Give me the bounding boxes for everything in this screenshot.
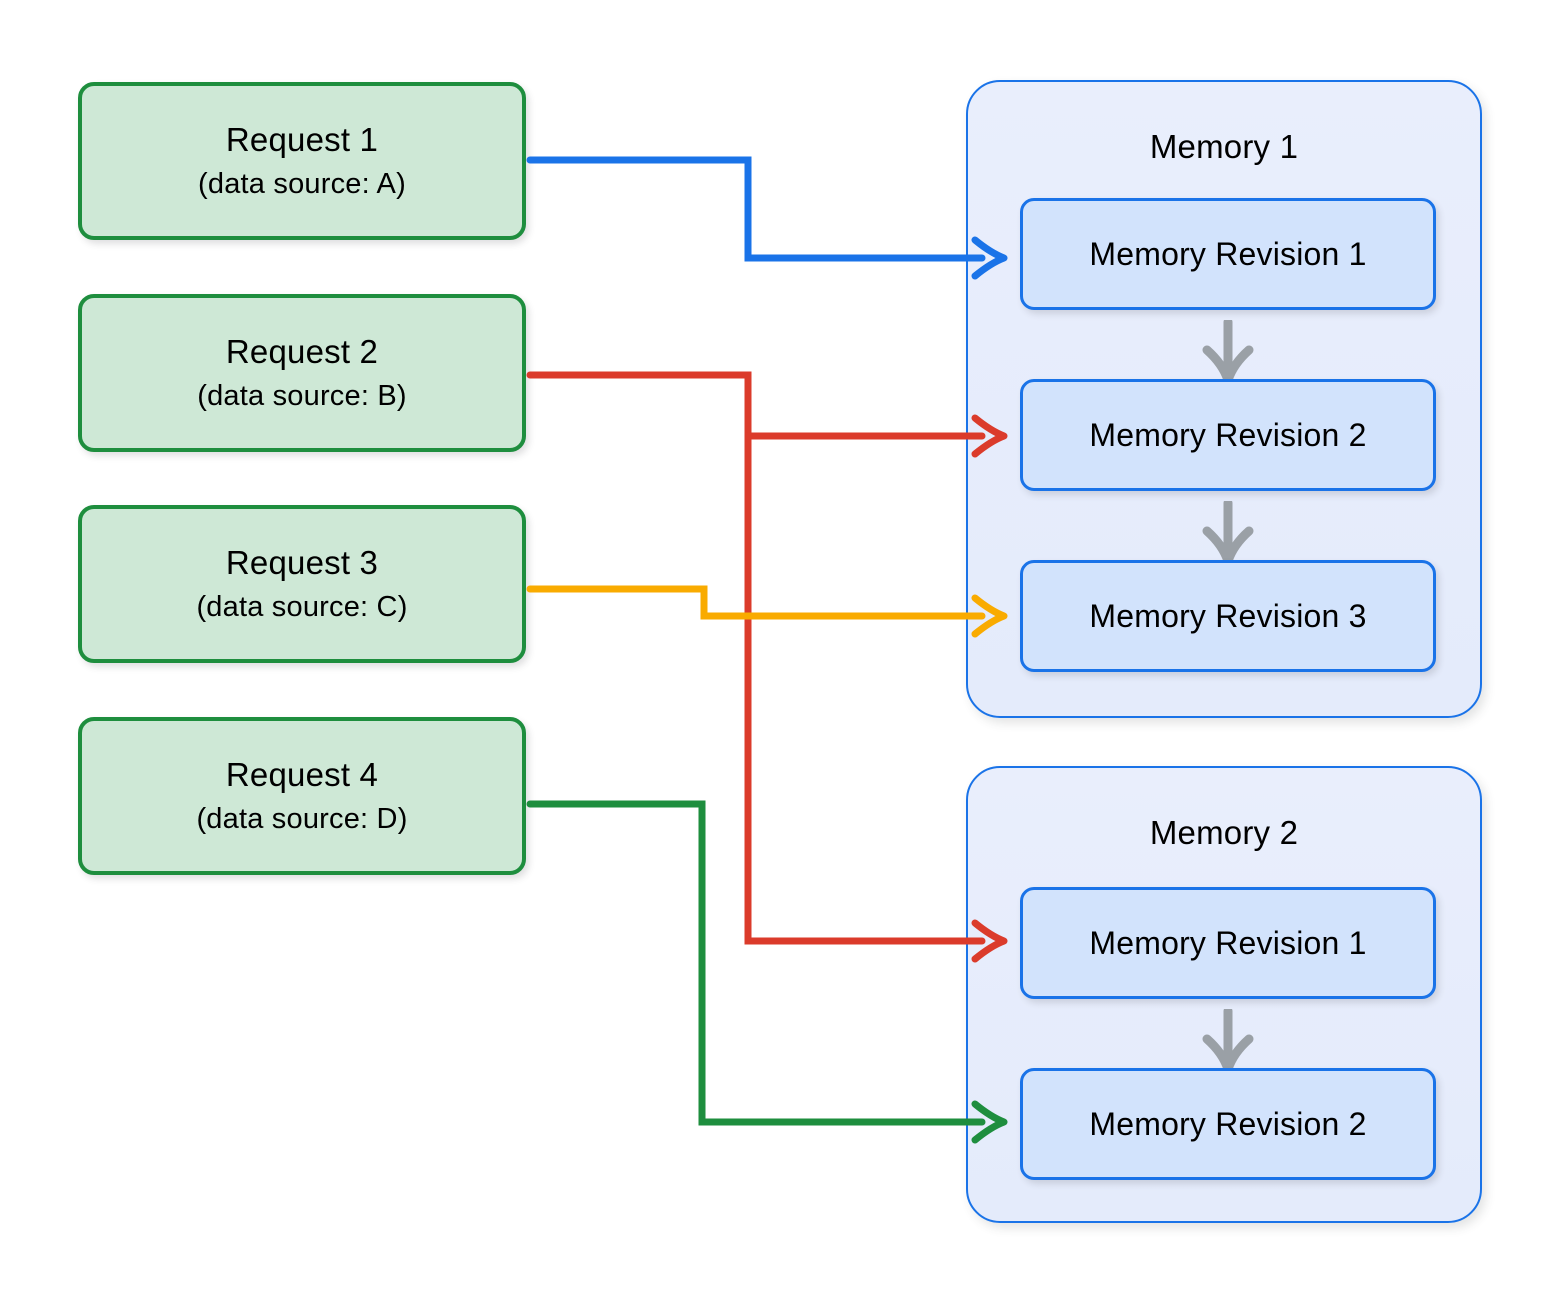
sequence-arrow-down-icon — [1202, 501, 1254, 565]
memory-revision-box-1-2[interactable]: Memory Revision 2 — [1020, 379, 1436, 491]
sequence-arrow-down-icon — [1202, 320, 1254, 384]
connector-request1-to-memory1-revision1 — [526, 156, 1008, 280]
request-subtitle: (data source: A) — [198, 167, 406, 200]
sequence-arrow-down-icon — [1202, 1009, 1254, 1073]
memory-revision-label: Memory Revision 2 — [1089, 1105, 1367, 1142]
request-box-4[interactable]: Request 4 (data source: D) — [78, 717, 526, 875]
connector-request3-to-memory1-revision3 — [526, 585, 1008, 638]
request-subtitle: (data source: D) — [196, 802, 408, 835]
memory-container-1[interactable]: Memory 1 Memory Revision 1 Memory Revisi… — [966, 80, 1482, 718]
request-box-2[interactable]: Request 2 (data source: B) — [78, 294, 526, 452]
request-subtitle: (data source: C) — [196, 590, 408, 623]
memory-title: Memory 2 — [1149, 814, 1299, 851]
memory-title: Memory 1 — [1149, 128, 1299, 165]
request-title: Request 2 — [225, 332, 379, 370]
memory-revision-label: Memory Revision 2 — [1089, 416, 1367, 453]
connector-request4-to-memory2-revision2 — [526, 800, 1008, 1144]
request-title: Request 4 — [225, 755, 379, 793]
request-box-3[interactable]: Request 3 (data source: C) — [78, 505, 526, 663]
memory-revision-box-2-2[interactable]: Memory Revision 2 — [1020, 1068, 1436, 1180]
request-title: Request 3 — [225, 543, 379, 581]
connector-request2-to-memory1-revision2-and-memory2-revision1 — [526, 371, 1008, 963]
memory-container-2[interactable]: Memory 2 Memory Revision 1 Memory Revisi… — [966, 766, 1482, 1223]
memory-revision-label: Memory Revision 3 — [1089, 597, 1367, 634]
memory-revision-label: Memory Revision 1 — [1089, 924, 1367, 961]
request-box-1[interactable]: Request 1 (data source: A) — [78, 82, 526, 240]
request-title: Request 1 — [225, 120, 379, 158]
memory-revision-label: Memory Revision 1 — [1089, 235, 1367, 272]
memory-revision-box-2-1[interactable]: Memory Revision 1 — [1020, 887, 1436, 999]
memory-revision-box-1-1[interactable]: Memory Revision 1 — [1020, 198, 1436, 310]
request-subtitle: (data source: B) — [197, 379, 407, 412]
memory-revision-box-1-3[interactable]: Memory Revision 3 — [1020, 560, 1436, 672]
